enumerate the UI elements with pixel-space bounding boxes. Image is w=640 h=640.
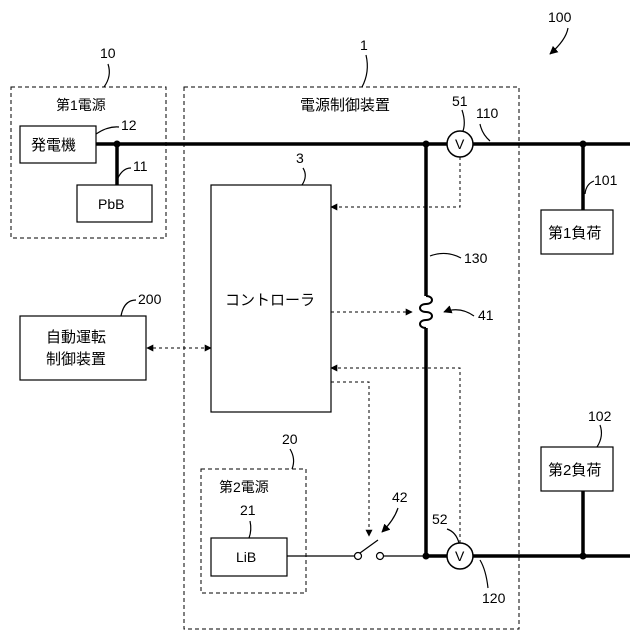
voltmeter-52-ref-leader [447, 529, 459, 543]
relay-41 [420, 296, 432, 328]
first-power-title: 第1電源 [56, 97, 106, 113]
pbb-ref-leader [117, 168, 131, 180]
voltmeter-52-ref: 52 [432, 511, 448, 527]
controller-device-ref-leader [362, 55, 367, 87]
switch-42-ref: 42 [392, 489, 408, 505]
voltmeter-51-symbol: V [455, 136, 465, 152]
signal-controller-to-switch [331, 382, 369, 536]
relay-41-ref-leader [444, 310, 474, 316]
switch-42-right-contact [377, 553, 384, 560]
switch-42-ref-leader [382, 508, 398, 532]
pbb-label: PbB [98, 196, 124, 212]
first-power-ref: 10 [100, 45, 116, 61]
voltmeter-51-ref-leader [462, 110, 464, 131]
system-ref-label: 100 [548, 9, 572, 25]
autodrive-ref-leader [121, 300, 136, 316]
lib-ref-leader [249, 521, 251, 538]
generator-ref-leader [96, 127, 119, 134]
generator-label: 発電機 [31, 137, 76, 154]
voltmeter-52-symbol: V [455, 548, 465, 564]
second-power-ref: 20 [282, 431, 298, 447]
autodrive-box [20, 316, 146, 380]
autodrive-ref: 200 [138, 291, 162, 307]
controller-label: コントローラ [225, 292, 315, 309]
load1-label: 第1負荷 [548, 224, 601, 242]
link-130-ref-leader [430, 253, 461, 258]
load1-ref-leader [585, 181, 594, 194]
pbb-ref: 11 [133, 158, 148, 174]
lib-label: LiB [236, 549, 256, 565]
load1-ref: 101 [594, 172, 618, 188]
bus-junction-link-top [423, 141, 430, 148]
relay-41-ref: 41 [478, 307, 494, 323]
bus-120-ref-leader [480, 560, 488, 588]
lib-ref: 21 [240, 502, 256, 518]
switch-42-left-contact [355, 553, 362, 560]
bus-junction-load1 [580, 141, 587, 148]
generator-ref: 12 [121, 117, 137, 133]
bus-junction-generator [114, 141, 121, 148]
load2-label: 第2負荷 [548, 461, 601, 479]
voltmeter-51-ref: 51 [452, 93, 468, 109]
load2-ref: 102 [588, 408, 612, 424]
controller-device-ref: 1 [360, 37, 368, 53]
first-power-ref-leader [104, 64, 109, 87]
bus-junction-load2 [580, 553, 587, 560]
bus-110-ref-leader [480, 124, 490, 141]
controller-ref-leader [302, 168, 305, 185]
system-ref-arrow [550, 28, 568, 54]
link-130-ref: 130 [464, 250, 488, 266]
controller-device-title: 電源制御装置 [300, 97, 390, 114]
load2-ref-leader [597, 425, 601, 447]
second-power-ref-leader [290, 449, 294, 469]
signal-v51-to-controller [331, 157, 460, 207]
controller-ref: 3 [296, 150, 304, 166]
autodrive-line1: 自動運転 [46, 329, 106, 346]
switch-42-blade [360, 540, 378, 553]
second-power-title: 第2電源 [219, 479, 269, 495]
autodrive-line2: 制御装置 [46, 351, 106, 368]
bus-120-ref: 120 [482, 590, 506, 606]
bus-110-ref: 110 [476, 105, 499, 121]
